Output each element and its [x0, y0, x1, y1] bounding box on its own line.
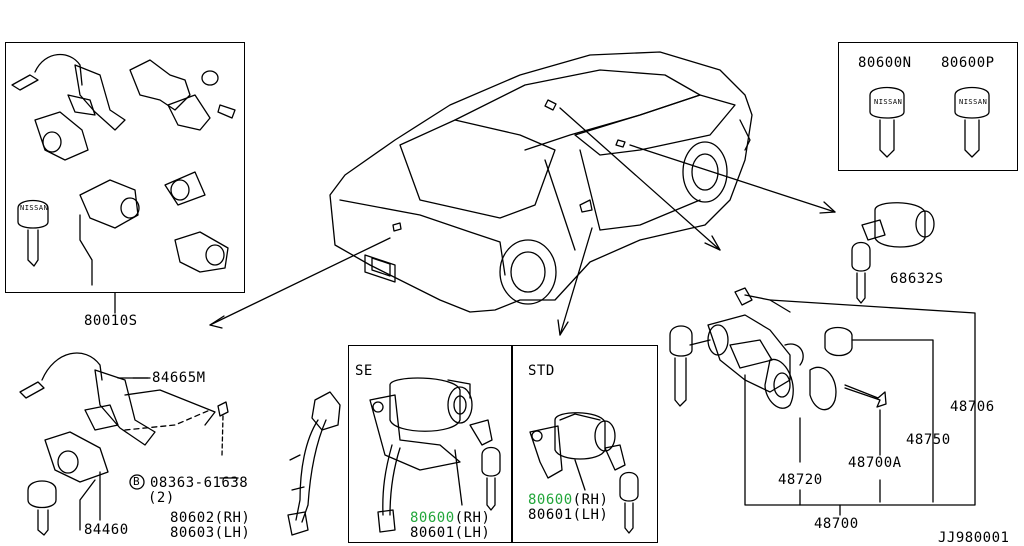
key-blanks-frame [838, 42, 1018, 171]
label-se-80601: 80601(LH) [410, 525, 491, 541]
door-cylinder-frame [348, 345, 658, 543]
label-80010s: 80010S [84, 313, 138, 329]
pointer-arrows [209, 107, 836, 336]
label-84665m: 84665M [152, 370, 206, 386]
label-48706: 48706 [950, 399, 995, 415]
label-08363-61638: 08363-61638 [150, 475, 249, 491]
label-80600p: 80600P [941, 55, 995, 71]
std-80600-side: (RH) [572, 492, 609, 508]
se-80600-highlight: 80600 [410, 510, 455, 526]
door-cylinder-divider [511, 345, 513, 543]
label-80602: 80602(RH) [170, 510, 251, 526]
label-std-80600: 80600(RH) [528, 492, 608, 508]
label-48700a: 48700A [848, 455, 902, 471]
std-80600-highlight: 80600 [528, 492, 573, 508]
bolt-symbol-circle [129, 474, 145, 490]
label-68632s: 68632S [890, 271, 944, 287]
ignition-switch-assembly [669, 287, 887, 411]
glove-box-lock [851, 202, 935, 304]
key-blanks [869, 86, 990, 158]
label-48700: 48700 [814, 516, 859, 532]
key-brand-text: NISSAN [874, 98, 903, 106]
se-door-cylinder [369, 377, 501, 533]
diagram-code: JJ980001 [938, 530, 1010, 546]
label-80603: 80603(LH) [170, 525, 251, 541]
kit-80010s-parts [11, 53, 236, 286]
label-80600n: 80600N [858, 55, 912, 71]
leader-lines [99, 292, 976, 521]
label-std: STD [528, 363, 555, 379]
wire-harness-parts [287, 391, 341, 536]
label-std-80601: 80601(LH) [528, 507, 609, 523]
kit-80010s-frame [5, 42, 245, 293]
se-80600-side: (RH) [454, 510, 491, 526]
label-qty-2: (2) [148, 490, 175, 506]
trunk-lock-parts [19, 352, 229, 536]
std-door-cylinder [529, 412, 639, 534]
label-se: SE [355, 363, 373, 379]
key-brand-text: NISSAN [20, 204, 49, 212]
label-se-80600: 80600(RH) [410, 510, 490, 526]
key-brand-text: NISSAN [959, 98, 988, 106]
car-illustration [329, 51, 753, 313]
bolt-symbol-letter: B [133, 475, 141, 488]
label-84460: 84460 [84, 522, 129, 538]
label-48750: 48750 [906, 432, 951, 448]
label-48720: 48720 [778, 472, 823, 488]
